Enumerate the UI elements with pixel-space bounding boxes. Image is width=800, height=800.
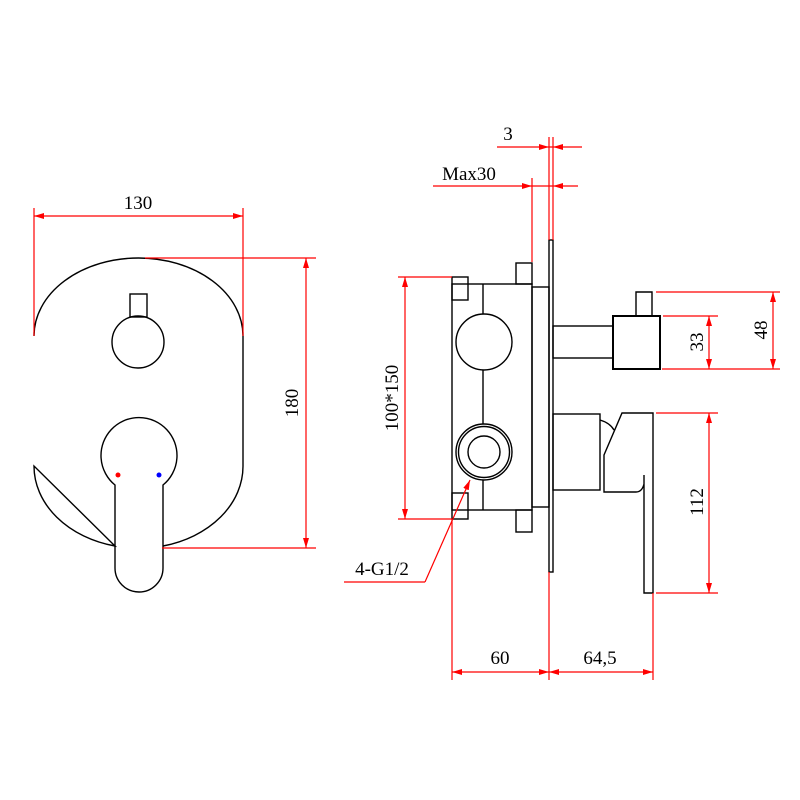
cold-indicator-dot — [156, 472, 162, 478]
front-dimensions: 130 180 — [33, 193, 316, 549]
max-depth-label: Max30 — [442, 164, 496, 185]
hot-indicator-dot — [115, 472, 121, 478]
box-size-label: 100*150 — [382, 365, 403, 432]
front-view — [33, 257, 244, 593]
plate-thickness-label: 3 — [503, 124, 513, 145]
side-dimensions: 3 Max30 100*150 4-G1/2 48 33 112 — [344, 124, 780, 680]
diverter-block-label: 33 — [687, 333, 708, 352]
side-view — [451, 239, 661, 594]
box-depth-label: 60 — [491, 648, 510, 669]
box-tab — [451, 492, 469, 520]
box-spacer — [531, 286, 550, 508]
mixer-lever — [100, 416, 178, 593]
diverter-stem-side — [552, 325, 614, 359]
valve-port — [455, 313, 513, 371]
inlet-port — [455, 423, 513, 481]
cover-plate — [33, 257, 244, 548]
box-tab — [515, 262, 533, 285]
projection-label: 64,5 — [583, 648, 616, 669]
lever-body — [552, 413, 601, 491]
diverter-knob-side — [635, 291, 653, 316]
height-dimension-label: 180 — [282, 389, 303, 418]
diverter-stem — [129, 293, 148, 318]
width-dimension-label: 130 — [124, 193, 153, 214]
box-tab — [451, 276, 469, 301]
diverter-height-label: 48 — [751, 321, 772, 340]
box-tab — [515, 509, 533, 533]
lever-handle-side — [599, 412, 654, 594]
lever-height-label: 112 — [687, 488, 708, 516]
connection-label: 4-G1/2 — [355, 559, 409, 580]
diverter-block — [612, 315, 661, 370]
diverter-knob — [111, 315, 165, 369]
